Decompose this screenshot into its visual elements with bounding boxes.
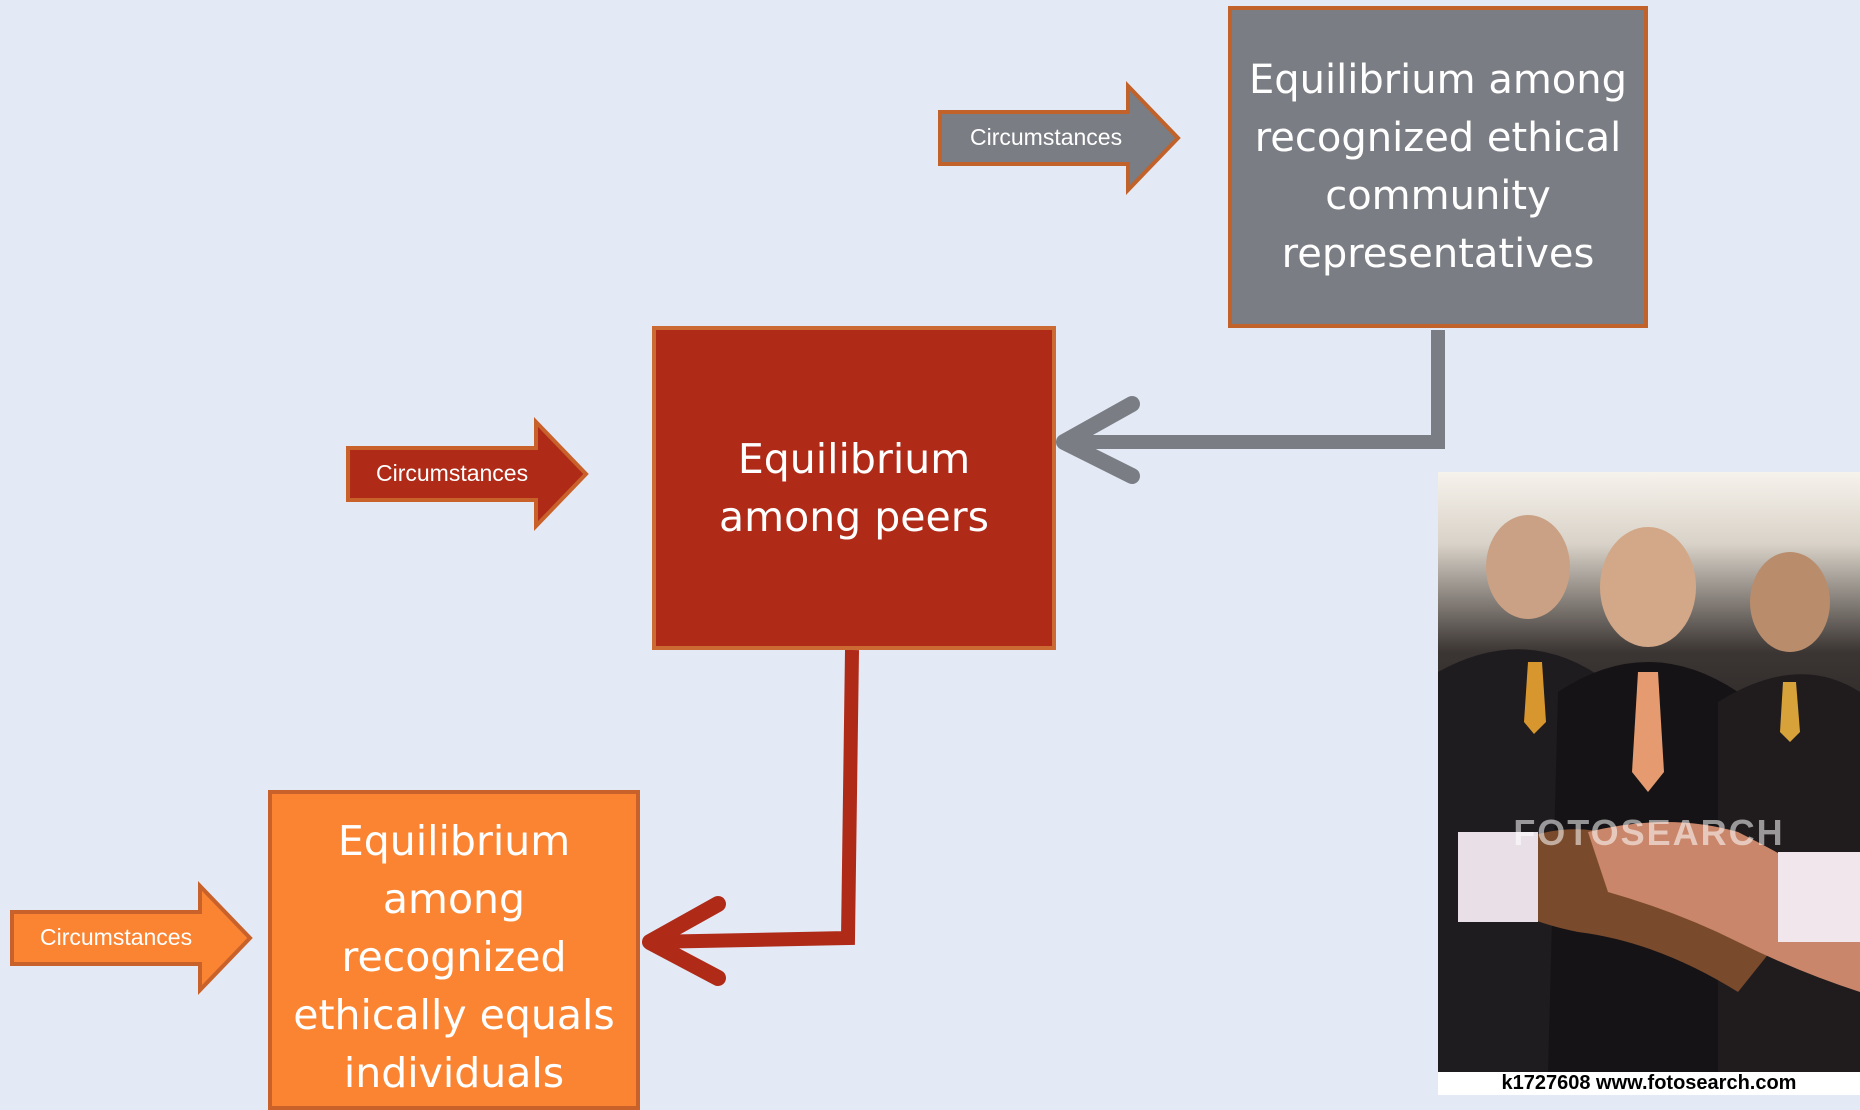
circumstances-arrow-top: Circumstances: [938, 81, 1182, 195]
box-ethically-equal-individuals: Equilibrium among recognized ethically e…: [268, 790, 640, 1110]
box-bottom-line-1: Equilibrium: [337, 817, 571, 865]
connector-middle-to-bottom: [647, 649, 859, 949]
circumstances-label-bottom: Circumstances: [40, 924, 193, 950]
box-top-line-3: community: [1325, 173, 1551, 219]
photo-caption: k1727608 www.fotosearch.com: [1438, 1072, 1860, 1095]
circumstances-arrow-middle: Circumstances: [346, 417, 590, 531]
box-bottom-line-5: individuals: [343, 1049, 565, 1097]
box-middle-line-2: among peers: [719, 493, 989, 541]
connector-top-to-middle: [1062, 330, 1445, 449]
box-top-line-1: Equilibrium among: [1248, 57, 1628, 103]
business-handshake-photo: FOTOSEARCH: [1438, 472, 1860, 1072]
circumstances-label-middle: Circumstances: [376, 460, 529, 486]
box-bottom-line-3: recognized: [341, 933, 567, 981]
connector-top-to-middle-head: [1056, 396, 1140, 484]
box-equilibrium-among-peers: Equilibrium among peers: [652, 326, 1056, 650]
circumstances-label-top: Circumstances: [970, 124, 1123, 150]
connector-middle-to-bottom-head: [642, 896, 726, 986]
box-ethical-community-representatives: Equilibrium among recognized ethical com…: [1228, 6, 1648, 328]
photo-watermark: FOTOSEARCH: [1513, 812, 1785, 853]
photo-illustration: [1438, 515, 1860, 1072]
box-top-line-4: representatives: [1281, 231, 1595, 277]
circumstances-arrow-bottom: Circumstances: [10, 881, 254, 995]
box-top-line-2: recognized ethical: [1254, 115, 1622, 161]
box-bottom-line-2: among: [382, 875, 526, 923]
box-middle-line-1: Equilibrium: [737, 435, 971, 483]
box-bottom-line-4: ethically equals: [293, 991, 615, 1039]
